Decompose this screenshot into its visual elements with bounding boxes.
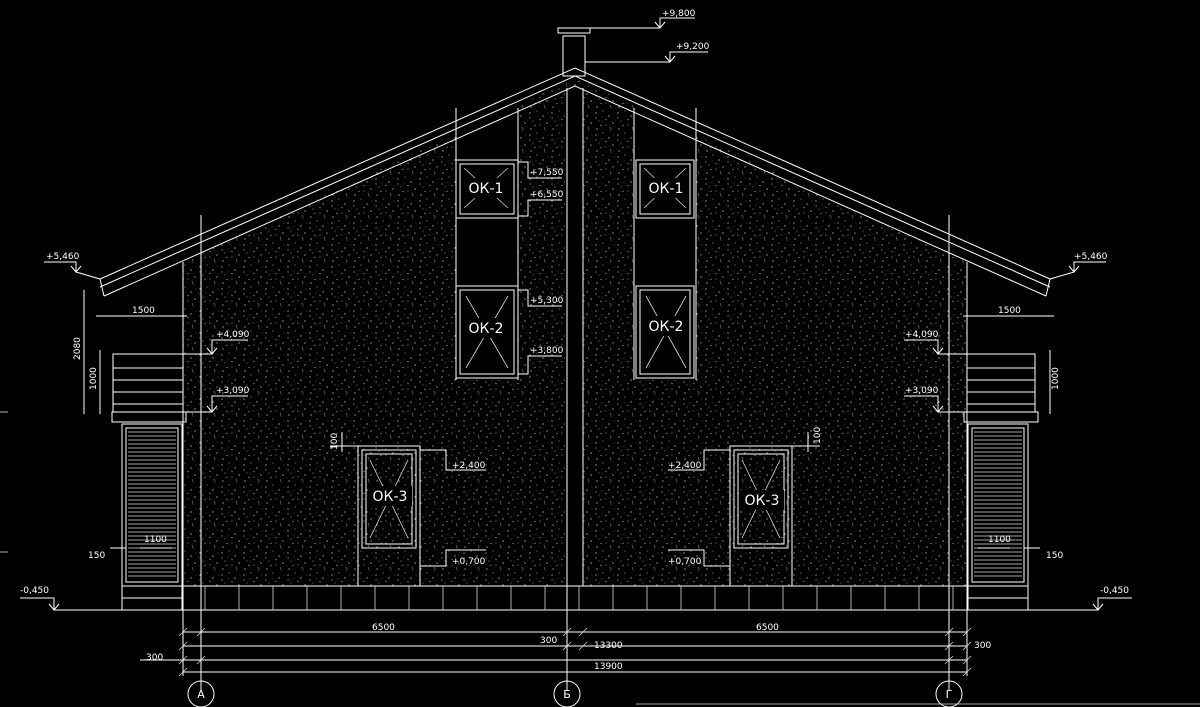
level-door-top-right: +2,400 — [668, 461, 702, 471]
dimension-tick — [962, 641, 972, 651]
axis-label-g: Г — [946, 688, 953, 701]
level-eave-right: +5,460 — [1074, 252, 1108, 262]
dim-offset-right: 300 — [974, 641, 991, 651]
facade-wall — [183, 78, 967, 586]
dimension-tick — [944, 641, 954, 651]
level-porch-bottom-right: +3,090 — [905, 386, 939, 396]
label-ok3-left: ОК-3 — [373, 489, 408, 505]
level-ground-left: -0,450 — [20, 586, 49, 596]
dim-door-gap-right: 100 — [813, 427, 823, 444]
level-door-bottom-right: +0,700 — [668, 557, 702, 567]
dim-mid-gap: 300 — [540, 636, 557, 646]
dimension-tick — [578, 627, 588, 637]
dimension-tick — [962, 667, 972, 677]
dimension-tick — [178, 667, 188, 677]
dimension-lines — [83, 290, 1054, 677]
dim-rail-right: 1000 — [1051, 367, 1061, 390]
dim-step-right: 150 — [1046, 551, 1063, 561]
dimension-tick — [962, 627, 972, 637]
dimension-tick — [562, 641, 572, 651]
plinth — [182, 585, 968, 611]
dim-total-outer: 13900 — [594, 662, 623, 672]
chimney — [557, 27, 591, 77]
level-ok1-top: +7,550 — [530, 168, 564, 178]
level-ok2-top: +5,300 — [530, 296, 564, 306]
level-eave-left: +5,460 — [46, 252, 80, 262]
dim-step-left: 150 — [88, 551, 105, 561]
dim-panel-right: 1100 — [988, 535, 1011, 545]
wall-outline — [182, 88, 968, 690]
dim-overhang-left: 1500 — [132, 306, 155, 316]
level-ground-right: -0,450 — [1100, 586, 1129, 596]
level-ok1-bottom: +6,550 — [530, 190, 564, 200]
level-ok2-bottom: +3,800 — [530, 346, 564, 356]
railing-left — [111, 353, 187, 423]
dimension-tick — [944, 627, 954, 637]
label-ok2-right: ОК-2 — [649, 319, 684, 335]
louver-panel-left — [121, 423, 183, 611]
level-porch-top-right: +4,090 — [905, 330, 939, 340]
level-door-bottom-left: +0,700 — [452, 557, 486, 567]
dimension-tick — [196, 655, 206, 665]
dimension-tick — [178, 627, 188, 637]
dimension-tick — [578, 641, 588, 651]
window-ok2-left — [455, 285, 519, 379]
axis-label-b: Б — [563, 688, 571, 701]
axis-b: Б — [553, 680, 581, 707]
dimension-tick — [196, 627, 206, 637]
axis-a: А — [187, 680, 215, 707]
level-door-top-left: +2,400 — [452, 461, 486, 471]
dim-overhang-right: 1500 — [998, 306, 1021, 316]
dim-span-right: 6500 — [756, 623, 779, 633]
level-porch-bottom-left: +3,090 — [216, 386, 250, 396]
dimension-tick — [944, 655, 954, 665]
label-ok2-left: ОК-2 — [469, 321, 504, 337]
dim-door-gap-left: 100 — [330, 433, 340, 450]
dim-span-left: 6500 — [372, 623, 395, 633]
dim-rail-left: 1000 — [89, 367, 99, 390]
axis-g: Г — [935, 680, 963, 707]
level-chimney-top: +9,800 — [662, 9, 696, 19]
dim-total-inner: 13300 — [594, 641, 623, 651]
level-markers — [20, 17, 1132, 611]
label-ok3-right: ОК-3 — [745, 493, 780, 509]
dim-offset-left: 300 — [146, 653, 163, 663]
level-ridge: +9,200 — [676, 42, 710, 52]
dimension-tick — [178, 655, 188, 665]
label-ok1-left: ОК-1 — [469, 181, 504, 197]
dim-panel-left: 1100 — [144, 535, 167, 545]
railing-right — [963, 353, 1039, 423]
dimension-tick — [962, 655, 972, 665]
louver-panel-right — [967, 423, 1029, 611]
label-ok1-right: ОК-1 — [649, 181, 684, 197]
dim-height-2080: 2080 — [73, 337, 83, 360]
axis-label-a: А — [197, 688, 205, 701]
dimension-tick — [178, 641, 188, 651]
level-porch-top-left: +4,090 — [216, 330, 250, 340]
dimension-tick — [562, 627, 572, 637]
